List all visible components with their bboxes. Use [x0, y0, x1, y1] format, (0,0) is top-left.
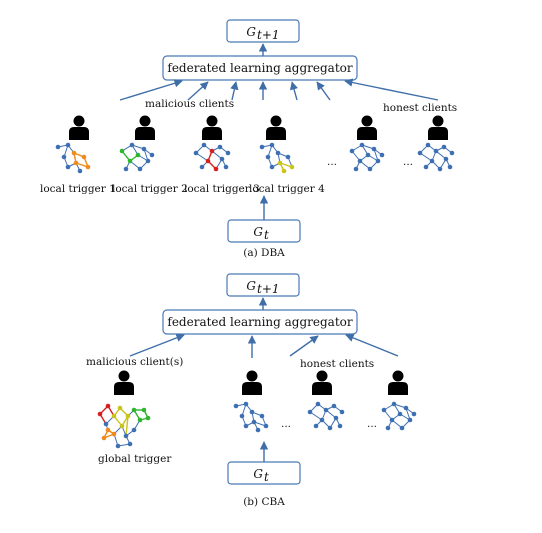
dba-ellipsis-1: ... — [327, 156, 337, 168]
dba-client-3-graph-icon — [193, 142, 231, 172]
dba-client-2-graph-icon — [119, 142, 155, 172]
cba-next-model-box: G t+1 — [226, 273, 300, 297]
dba-caption: (a) DBA — [243, 247, 285, 259]
dba-client-1-graph-icon — [55, 142, 91, 174]
dba-client-4-person-icon — [266, 115, 286, 140]
cba-clients — [97, 370, 417, 449]
cba-honest-client-2-person-icon — [312, 370, 332, 395]
dba-client-6-graph-icon — [417, 142, 455, 172]
panel-cba: G t+1 federated learning aggregator mali… — [86, 273, 417, 508]
dba-client-5-graph-icon — [349, 142, 385, 172]
dba-current-model-subscript: t — [264, 228, 269, 242]
dba-aggregator-label: federated learning aggregator — [167, 61, 352, 75]
cba-next-model-symbol: G — [246, 279, 256, 293]
cba-ellipsis-2: ... — [367, 418, 377, 430]
dba-upload-arrows — [119, 78, 439, 101]
cba-aggregator-label: federated learning aggregator — [167, 315, 352, 329]
panel-dba: G t+1 federated learning aggregator mali… — [40, 19, 457, 259]
cba-aggregator-box: federated learning aggregator — [162, 309, 358, 335]
cba-global-trigger-graph-icon — [97, 403, 151, 449]
cba-next-model-subscript: t+1 — [257, 282, 280, 296]
dba-trigger-2-label: local trigger 2 — [112, 183, 188, 195]
dba-client-3-person-icon — [202, 115, 222, 140]
dba-aggregator-box: federated learning aggregator — [162, 55, 358, 81]
dba-client-4-graph-icon — [259, 142, 295, 174]
cba-honest-client-1-person-icon — [242, 370, 262, 395]
dba-next-model-box: G t+1 — [226, 19, 300, 43]
dba-client-2-person-icon — [135, 115, 155, 140]
cba-malicious-label: malicious client(s) — [86, 356, 183, 368]
dba-client-1-person-icon — [69, 115, 89, 140]
dba-malicious-label: malicious clients — [145, 98, 234, 110]
cba-malicious-person-icon — [114, 370, 134, 395]
cba-ellipsis-1: ... — [281, 418, 291, 430]
dba-honest-label: honest clients — [383, 102, 457, 114]
dba-next-model-subscript: t+1 — [257, 28, 280, 42]
dba-ellipsis-2: ... — [403, 156, 413, 168]
dba-trigger-1-label: local trigger 1 — [40, 183, 116, 195]
dba-current-model-box: G t — [227, 219, 301, 243]
cba-honest-label: honest clients — [300, 358, 374, 370]
cba-global-trigger-label: global trigger — [98, 453, 172, 465]
cba-upload-arrows — [129, 333, 399, 358]
dba-client-6-person-icon — [428, 115, 448, 140]
dba-clients — [55, 115, 455, 174]
dba-client-5-person-icon — [357, 115, 377, 140]
cba-honest-client-1-graph-icon — [233, 401, 269, 433]
cba-honest-client-3-person-icon — [388, 370, 408, 395]
cba-caption: (b) CBA — [243, 496, 285, 508]
dba-next-model-symbol: G — [246, 25, 256, 39]
dba-current-model-symbol: G — [253, 225, 263, 239]
cba-current-model-subscript: t — [264, 470, 269, 484]
cba-current-model-box: G t — [227, 461, 301, 485]
dba-trigger-3-label: local trigger 3 — [184, 183, 260, 195]
cba-current-model-symbol: G — [253, 467, 263, 481]
dba-trigger-4-label: local trigger 4 — [249, 183, 325, 195]
cba-honest-client-3-graph-icon — [381, 401, 417, 431]
cba-honest-client-2-graph-icon — [307, 401, 345, 431]
